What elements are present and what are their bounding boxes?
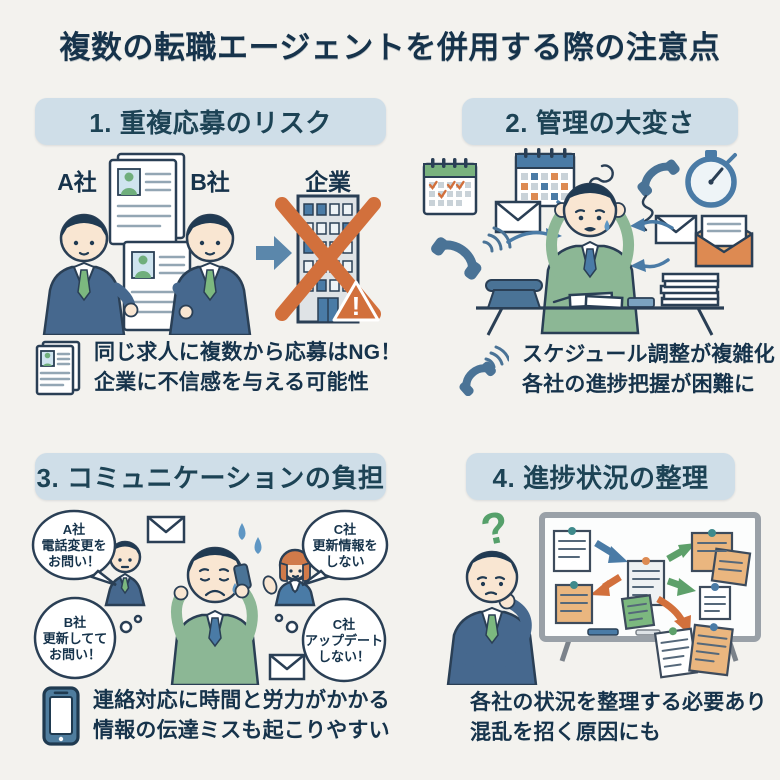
note-orange-left (554, 581, 594, 625)
mobile-phone-icon (627, 297, 655, 308)
arrow-right-icon (256, 236, 292, 270)
thought-bubble-b: B社 更新してて お問い！ (33, 596, 143, 680)
speech-bubble-a: A社 電話変更を お問い！ (31, 509, 117, 587)
section-4-caption: 各社の状況を整理する必要あり 混乱を招く原因にも (470, 688, 767, 749)
progress-organization-illustration: ? (446, 505, 761, 685)
svg-text:B社: B社 (64, 615, 86, 630)
svg-text:!: ! (352, 291, 361, 321)
notes-bottom (653, 623, 734, 679)
caption-line: 各社の進捗把握が困難に (522, 373, 756, 397)
desk-phone-icon (485, 279, 543, 309)
envelope-icon (268, 653, 306, 681)
section-3-header: 3. コミュニケーションの負担 (35, 453, 386, 500)
agent-a-label: A社 (57, 169, 97, 195)
caption-line: 連絡対応に時間と労力がかかる (93, 689, 390, 712)
svg-text:アップデート: アップデート (305, 633, 383, 648)
section-1-header: 1. 重複応募のリスク (35, 98, 386, 145)
agent-b-label: B社 (190, 169, 230, 195)
note-white-right (698, 583, 732, 621)
phone-handset-icon (637, 159, 680, 197)
arrow-green-right (666, 577, 696, 596)
caption-line: 混乱を招く原因にも (470, 721, 661, 745)
arrow-blue (594, 540, 628, 563)
stopwatch-icon (685, 150, 737, 208)
desk (476, 272, 724, 336)
svg-text:C社: C社 (333, 617, 355, 632)
paper-stack-icon (659, 272, 720, 307)
svg-text:しない！: しない！ (318, 649, 370, 664)
open-envelope-icon (694, 214, 754, 268)
caption-line: 同じ求人に複数から応募はNG！ (94, 341, 402, 364)
management-stress-illustration (422, 148, 754, 336)
question-mark: ? (477, 505, 513, 556)
section-2-header: 2. 管理の大変さ (462, 98, 738, 145)
communication-burden-illustration: A社 電話変更を お問い！ B社 更新してて お問い！ C社 更新情報を しない… (31, 509, 389, 685)
duplicate-application-illustration: ! A社 B社 企業 (42, 152, 381, 335)
svg-text:お問い！: お問い！ (49, 647, 101, 662)
svg-text:C社: C社 (334, 522, 356, 537)
agent-a-figure (42, 213, 139, 335)
resume-icon (35, 341, 81, 396)
caller-woman-figure (262, 548, 316, 607)
svg-text:更新してて: 更新してて (43, 631, 108, 646)
envelope-icon (654, 214, 698, 245)
section-1-caption: 同じ求人に複数から応募はNG！ 企業に不信感を与える可能性 (35, 338, 402, 399)
resume-stack-icon (108, 152, 186, 246)
section-4-header: 4. 進捗状況の整理 (466, 453, 735, 500)
agent-b-figure (168, 213, 252, 335)
warning-triangle-icon: ! (332, 280, 380, 322)
thought-bubble-c2: C社 アップデート しない！ (274, 597, 387, 683)
speech-bubble-c1: C社 更新情報を しない (301, 509, 389, 587)
thinking-man-figure: ? (446, 505, 538, 685)
note-green (620, 593, 656, 631)
caption-line: スケジュール調整が複雑化 (522, 343, 775, 366)
phone-call-icon (459, 345, 509, 397)
overwhelmed-man-figure (170, 523, 262, 685)
company-label: 企業 (304, 169, 352, 195)
note-white (552, 527, 592, 573)
arrow-orange (590, 574, 622, 596)
svg-text:更新情報を: 更新情報を (312, 538, 377, 553)
caption-line: 情報の伝達ミスも起こりやすい (93, 719, 390, 743)
smartphone-icon (42, 686, 80, 747)
caption-line: 企業に不信感を与える可能性 (94, 371, 369, 395)
stressed-man-figure (540, 182, 640, 335)
svg-text:電話変更を: 電話変更を (41, 538, 106, 553)
svg-text:しない: しない (325, 554, 364, 569)
phone-ringing-icon (431, 226, 512, 280)
section-3-caption: 連絡対応に時間と労力がかかる 情報の伝達ミスも起こりやすい (42, 686, 390, 747)
page-title: 複数の転職エージェントを併用する際の注意点 (59, 30, 721, 65)
envelope-icon (146, 515, 186, 544)
calendar-icon (514, 148, 576, 208)
calendar-icon (422, 158, 478, 216)
svg-text:お問い！: お問い！ (48, 554, 100, 569)
svg-text:A社: A社 (63, 522, 85, 537)
envelope-icon (494, 200, 542, 234)
caption-line: 各社の状況を整理する必要あり (470, 691, 767, 714)
notes-orange-top (690, 529, 752, 587)
papers-on-desk (568, 291, 624, 310)
section-2-caption: スケジュール調整が複雑化 各社の進捗把握が困難に (455, 340, 775, 401)
